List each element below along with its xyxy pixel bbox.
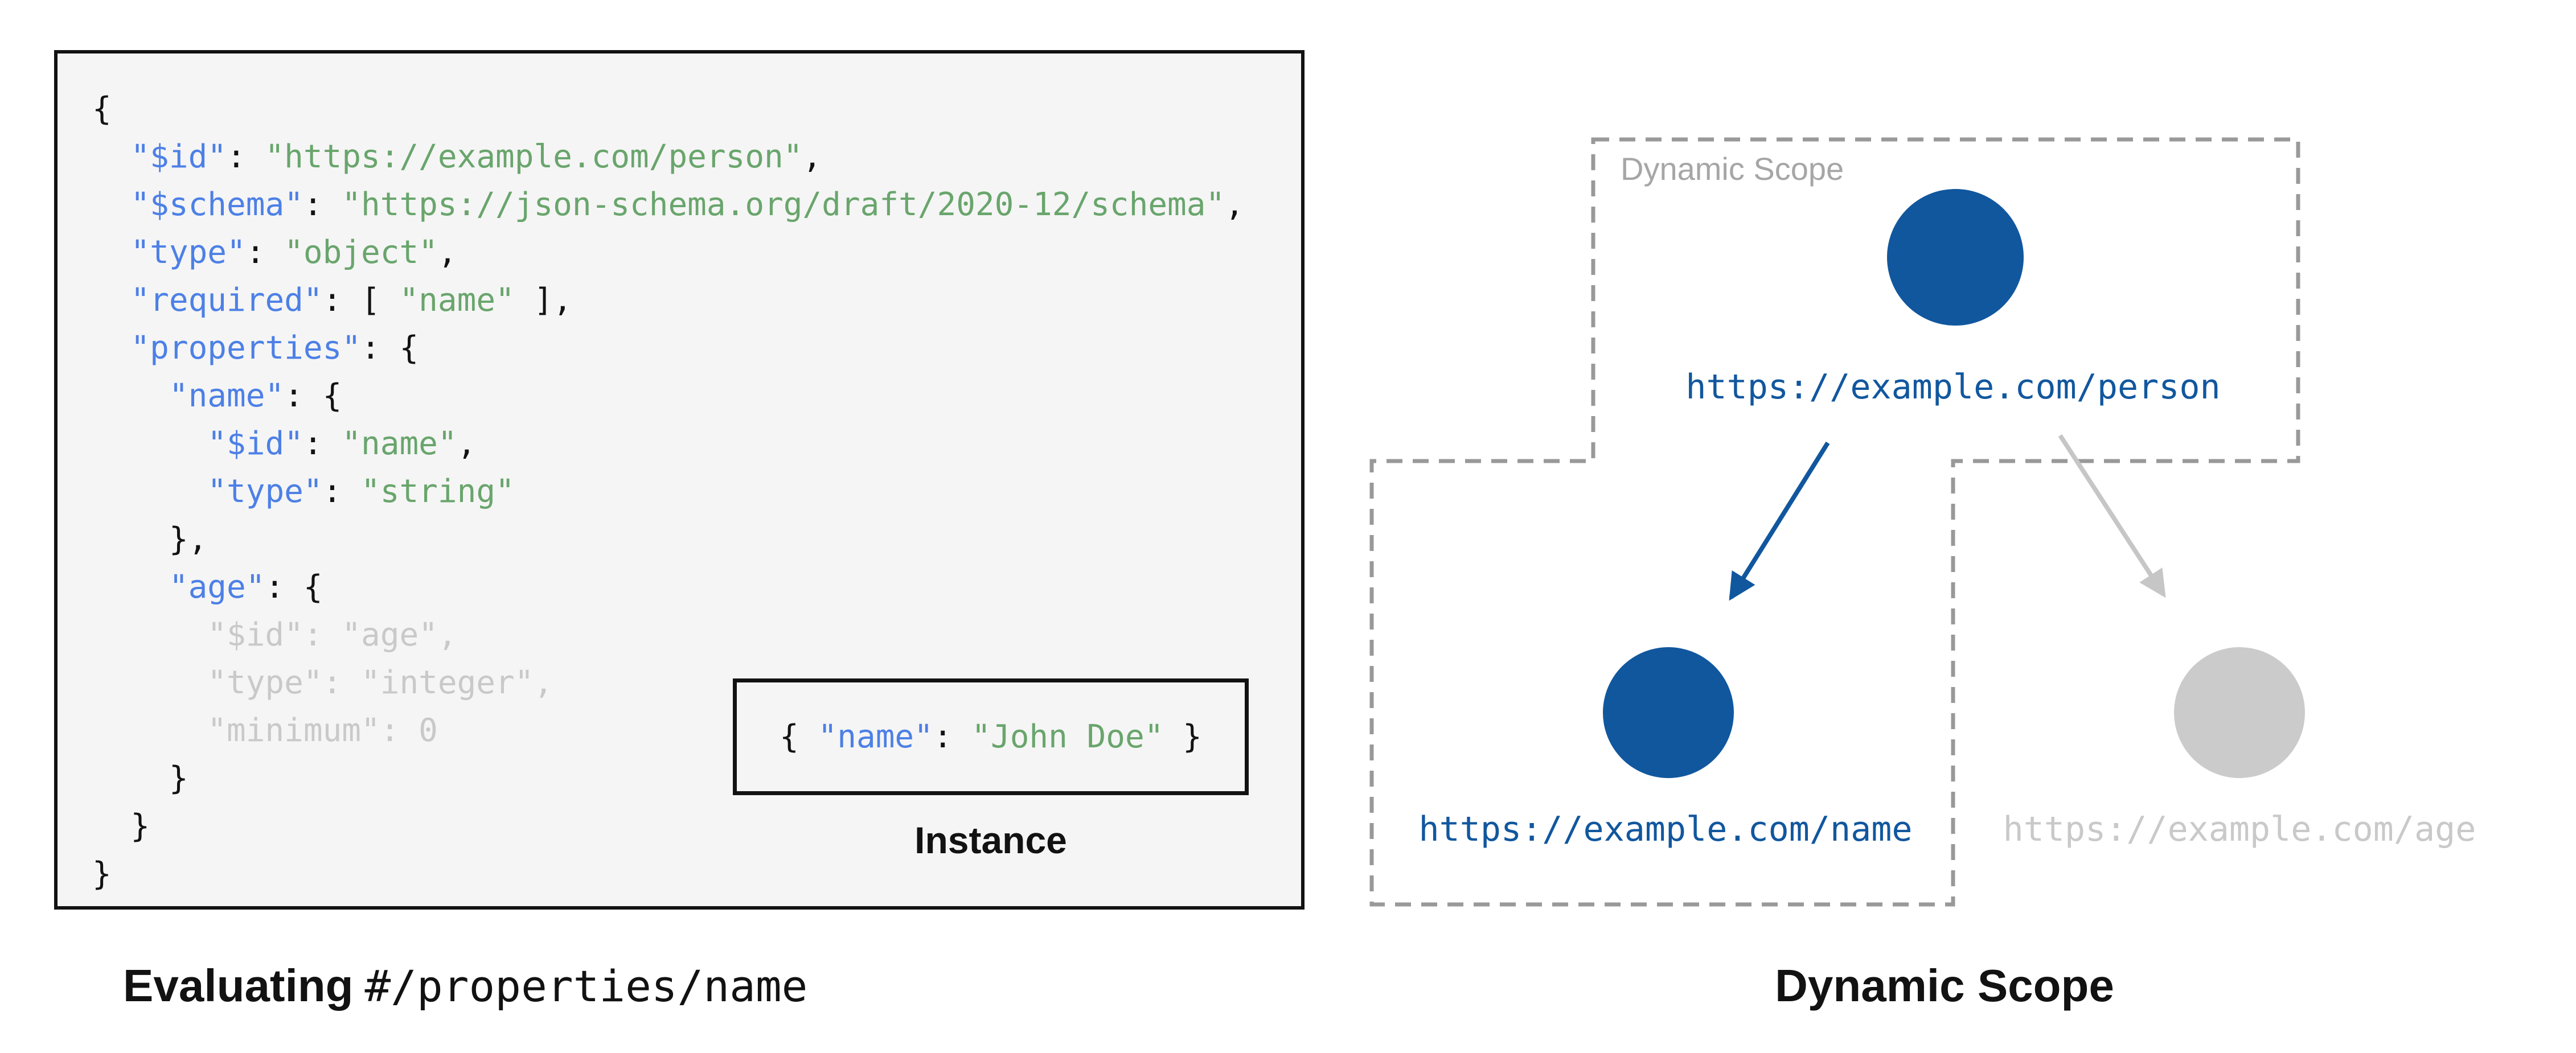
node-age-circle [2174,647,2305,778]
node-age-url: https://example.com/age [2003,809,2476,849]
instance-label: Instance [914,819,1067,861]
node-person-circle [1887,189,2024,326]
dynamic-scope-box-label: Dynamic Scope [1621,151,1844,187]
right-caption: Dynamic Scope [1775,960,2114,1011]
schema-code: { "$id": "https://example.com/person", "… [92,91,1244,892]
arrow-person-to-name [1729,441,1830,601]
instance-code: { "name": "John Doe" } [780,718,1202,755]
left-caption-bold: Evaluating [123,960,354,1011]
left-caption-pointer: #/properties/name [364,961,808,1011]
node-name-circle [1603,647,1734,778]
arrow-person-to-age [2058,434,2166,598]
node-name-url: https://example.com/name [1418,809,1913,849]
dynamic-scope-dashed-outline [1369,137,2300,907]
instance-box: { "name": "John Doe" } [733,678,1249,795]
left-caption: Evaluating#/properties/name [123,960,807,1012]
node-person-url: https://example.com/person [1685,367,2221,407]
